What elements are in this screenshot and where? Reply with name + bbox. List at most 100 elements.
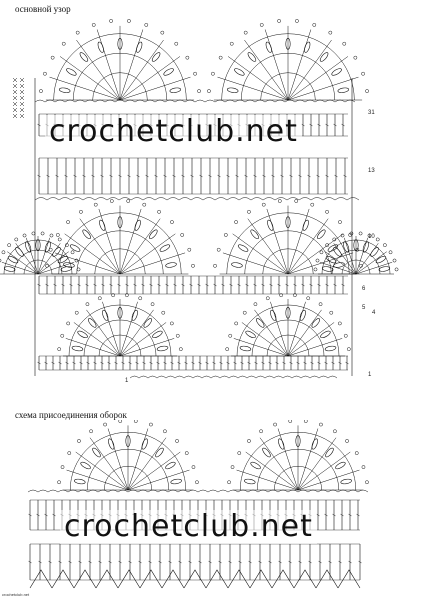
picot xyxy=(60,465,65,469)
picot xyxy=(216,247,221,252)
zigzag-stitch xyxy=(139,569,163,589)
chain-loop xyxy=(214,99,226,103)
row-number: 4 xyxy=(372,310,376,316)
column-tick xyxy=(163,361,167,365)
picot xyxy=(149,422,153,427)
petal-stitch xyxy=(325,447,334,458)
petal-stitch xyxy=(117,38,123,50)
column-tick xyxy=(244,174,248,178)
fan-arc xyxy=(76,230,164,275)
fan-ray xyxy=(297,428,319,491)
petal-stitch xyxy=(353,239,359,251)
picot xyxy=(361,465,366,469)
picot xyxy=(31,231,36,236)
chain-loop xyxy=(309,375,320,379)
fan-arc xyxy=(260,72,316,101)
fan-ray xyxy=(270,301,289,357)
petal-stitch xyxy=(244,478,256,485)
picot xyxy=(288,420,293,423)
picot xyxy=(75,30,80,35)
petal-stitch xyxy=(125,435,131,447)
chain-loop xyxy=(273,375,284,379)
column-tick xyxy=(268,361,272,365)
petal-stitch xyxy=(237,244,249,252)
petal-stitch xyxy=(285,216,291,228)
fan-arc xyxy=(331,249,381,275)
row-number: 6 xyxy=(362,286,366,292)
fan-arc xyxy=(251,319,325,357)
picot xyxy=(388,250,393,255)
petal-stitch xyxy=(231,262,243,268)
picot xyxy=(237,451,242,455)
picot xyxy=(333,429,337,434)
petal-stitch xyxy=(333,262,345,268)
fan-ray xyxy=(49,76,121,101)
petal-stitch xyxy=(295,435,301,447)
petal-stitch xyxy=(52,247,61,257)
chain-loop xyxy=(47,489,59,493)
fan-arc xyxy=(92,72,148,101)
column-tick xyxy=(128,560,132,564)
petal-stitch xyxy=(311,438,318,450)
chain-loop xyxy=(82,197,96,201)
fan-ray xyxy=(287,338,343,357)
fan-ray xyxy=(7,251,39,275)
column-tick xyxy=(358,560,362,564)
picot xyxy=(353,55,358,60)
chain-loop xyxy=(154,99,166,103)
chain-loop xyxy=(264,375,275,379)
chain-loop xyxy=(74,99,86,103)
petal-stitch xyxy=(163,68,174,76)
picot xyxy=(349,231,354,236)
chain-loop xyxy=(224,99,236,103)
chain-loop xyxy=(344,99,356,103)
fan-ray xyxy=(98,208,121,275)
petal-stitch xyxy=(155,447,164,458)
column-tick xyxy=(46,174,50,178)
picot xyxy=(178,347,183,351)
column-tick xyxy=(338,361,342,365)
column-tick xyxy=(334,174,338,178)
column-tick xyxy=(28,560,32,564)
fan-arc xyxy=(273,466,323,491)
fan-ray xyxy=(102,301,121,357)
column-tick xyxy=(86,361,90,365)
column-tick xyxy=(247,361,251,365)
picot xyxy=(138,296,143,301)
chain-loop xyxy=(34,197,48,201)
petal-stitch xyxy=(143,318,152,328)
chain-loop xyxy=(238,197,252,201)
chain-loop xyxy=(226,197,240,201)
picot xyxy=(175,439,179,443)
column-tick xyxy=(309,283,313,287)
sc-mark xyxy=(19,113,25,119)
column-tick xyxy=(149,361,153,365)
column-tick xyxy=(278,560,282,564)
column-tick xyxy=(64,174,68,178)
petal-stitch xyxy=(378,266,391,272)
picot xyxy=(365,480,369,485)
chain-loop xyxy=(219,375,230,379)
column-tick xyxy=(37,174,41,178)
chain-loop xyxy=(156,375,167,379)
column-tick xyxy=(317,361,321,365)
column-tick xyxy=(275,361,279,365)
chain-loop xyxy=(84,99,96,103)
column-tick xyxy=(145,174,149,178)
zigzag-stitch xyxy=(73,569,97,589)
picot xyxy=(277,199,282,203)
column-tick xyxy=(219,361,223,365)
row-number: 31 xyxy=(368,110,375,116)
chain-loop xyxy=(246,375,257,379)
column-tick xyxy=(190,174,194,178)
chain-loop xyxy=(214,197,228,201)
fan-arc xyxy=(266,334,310,357)
fan-ray xyxy=(65,338,121,357)
petal-stitch xyxy=(69,244,81,252)
zigzag-stitch xyxy=(271,569,295,589)
column-tick xyxy=(325,174,329,178)
join-pattern-diagram xyxy=(27,420,369,589)
petal-stitch xyxy=(304,41,311,53)
picot xyxy=(261,202,266,207)
column-tick xyxy=(253,174,257,178)
